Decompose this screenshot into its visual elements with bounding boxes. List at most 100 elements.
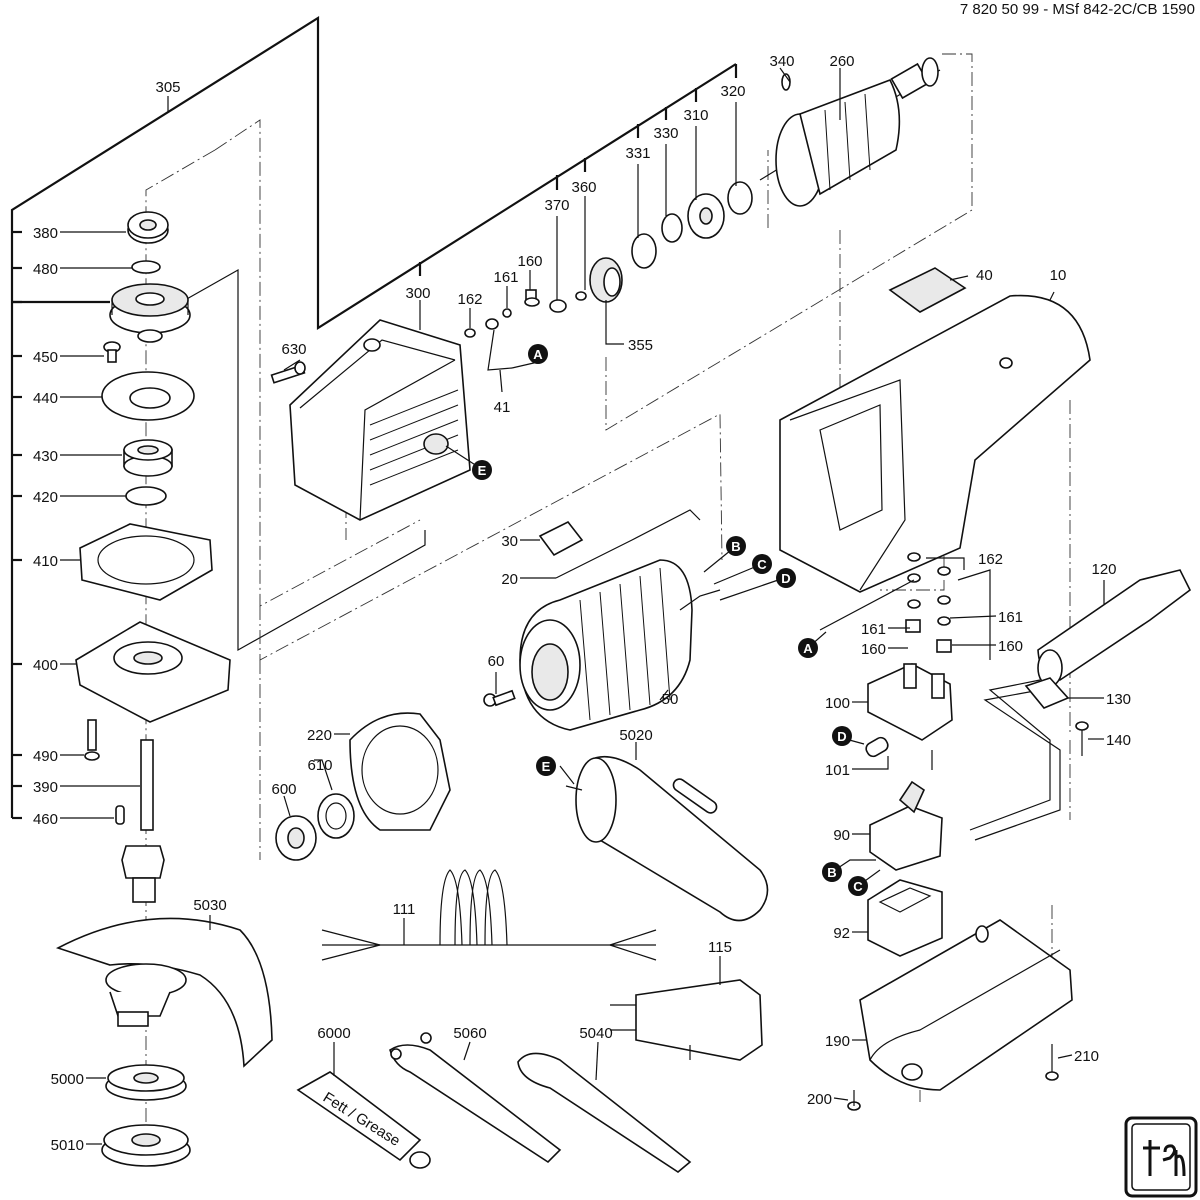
cable-sleeve-120 [969, 569, 1192, 841]
gasket-410 [79, 523, 213, 601]
key-460 [115, 805, 125, 825]
part-number-labels: 305 380 480 450 440 430 420 410 400 490 … [33, 53, 1131, 1154]
label-380: 380 [33, 225, 58, 242]
label-320: 320 [720, 83, 745, 100]
label-130: 130 [1106, 691, 1131, 708]
label-490: 490 [33, 748, 58, 765]
label-310: 310 [683, 107, 708, 124]
bevel-gear [109, 283, 191, 343]
svg-text:E: E [542, 759, 551, 774]
label-160-left: 160 [861, 641, 886, 658]
fein-logo [1124, 1116, 1198, 1198]
label-161-left: 161 [861, 621, 886, 638]
washers-top [464, 289, 587, 338]
label-430: 430 [33, 448, 58, 465]
label-370: 370 [544, 197, 569, 214]
label-40: 40 [976, 267, 993, 284]
label-6000: 6000 [317, 1025, 350, 1042]
svg-text:A: A [803, 641, 813, 656]
label-120: 120 [1091, 561, 1116, 578]
label-400: 400 [33, 657, 58, 674]
label-160-top: 160 [517, 253, 542, 270]
screw-490 [84, 719, 100, 761]
marker-d-capacitor: D [832, 726, 852, 746]
label-410: 410 [33, 553, 58, 570]
screw-200 [847, 1090, 861, 1111]
wrench-5040 [517, 1052, 692, 1173]
guard-5030 [55, 917, 273, 1068]
marker-e-handle: E [536, 756, 556, 776]
reference-markers: A E B C D A E D [472, 344, 868, 896]
screw-210 [1045, 1044, 1059, 1081]
label-162-top: 162 [457, 291, 482, 308]
ring-610 [317, 793, 355, 839]
bracket-100 [867, 663, 953, 741]
label-355: 355 [628, 337, 653, 354]
svg-text:D: D [837, 729, 846, 744]
label-100: 100 [825, 695, 850, 712]
label-5020: 5020 [619, 727, 652, 744]
document-reference: 7 820 50 99 - MSf 842-2C/CB 1590 [960, 1, 1195, 18]
circlip-480 [131, 260, 161, 274]
label-160-right: 160 [998, 638, 1023, 655]
label-331: 331 [625, 145, 650, 162]
marker-b-switch: B [822, 862, 842, 882]
bearing-600 [275, 815, 317, 861]
label-480: 480 [33, 261, 58, 278]
pin-wrench-5060 [389, 1032, 562, 1164]
leader-lines [60, 67, 1105, 1145]
label-630: 630 [281, 341, 306, 358]
plug-115 [610, 979, 763, 1061]
label-50: 50 [662, 691, 679, 708]
marker-a-right: A [798, 638, 818, 658]
switch-cover-92 [867, 879, 943, 957]
capacitor-101 [865, 736, 933, 770]
label-60: 60 [488, 653, 505, 670]
marker-c-stator: C [752, 554, 772, 574]
nut-5010 [101, 1124, 191, 1167]
label-330: 330 [653, 125, 678, 142]
cable-111 [321, 869, 657, 961]
label-340: 340 [769, 53, 794, 70]
motor-housing-10 [779, 294, 1091, 593]
marker-a-top: A [528, 344, 548, 364]
bearing-380 [127, 211, 169, 244]
label-41: 41 [494, 399, 511, 416]
svg-text:E: E [478, 463, 487, 478]
label-300: 300 [405, 285, 430, 302]
screw-140 [1075, 721, 1089, 756]
label-305: 305 [155, 79, 180, 96]
label-10: 10 [1050, 267, 1067, 284]
label-5040: 5040 [579, 1025, 612, 1042]
label-210: 210 [1074, 1048, 1099, 1065]
bearing-430 [123, 439, 173, 477]
svg-text:A: A [533, 347, 543, 362]
stator-50 [519, 559, 721, 731]
marker-d-stator: D [776, 568, 796, 588]
svg-text:D: D [781, 571, 790, 586]
label-420: 420 [33, 489, 58, 506]
svg-text:C: C [757, 557, 767, 572]
label-5030: 5030 [193, 897, 226, 914]
washers-right [819, 552, 991, 660]
bearing-stack [631, 73, 791, 269]
clip-41 [485, 318, 513, 371]
label-220: 220 [307, 727, 332, 744]
gear-housing-300 [289, 319, 471, 521]
marker-b-stator: B [726, 536, 746, 556]
svg-text:B: B [731, 539, 740, 554]
label-360: 360 [571, 179, 596, 196]
label-161-right: 161 [998, 609, 1023, 626]
armature-260 [759, 57, 941, 207]
label-5060: 5060 [453, 1025, 486, 1042]
flange-5000 [105, 1064, 187, 1101]
label-5000: 5000 [51, 1071, 84, 1088]
label-20: 20 [501, 571, 518, 588]
label-5010: 5010 [51, 1137, 84, 1154]
label-460: 460 [33, 811, 58, 828]
label-115: 115 [708, 939, 732, 956]
handle-5020 [565, 755, 769, 922]
screw-450 [103, 341, 121, 363]
bracket-lines [10, 16, 738, 820]
